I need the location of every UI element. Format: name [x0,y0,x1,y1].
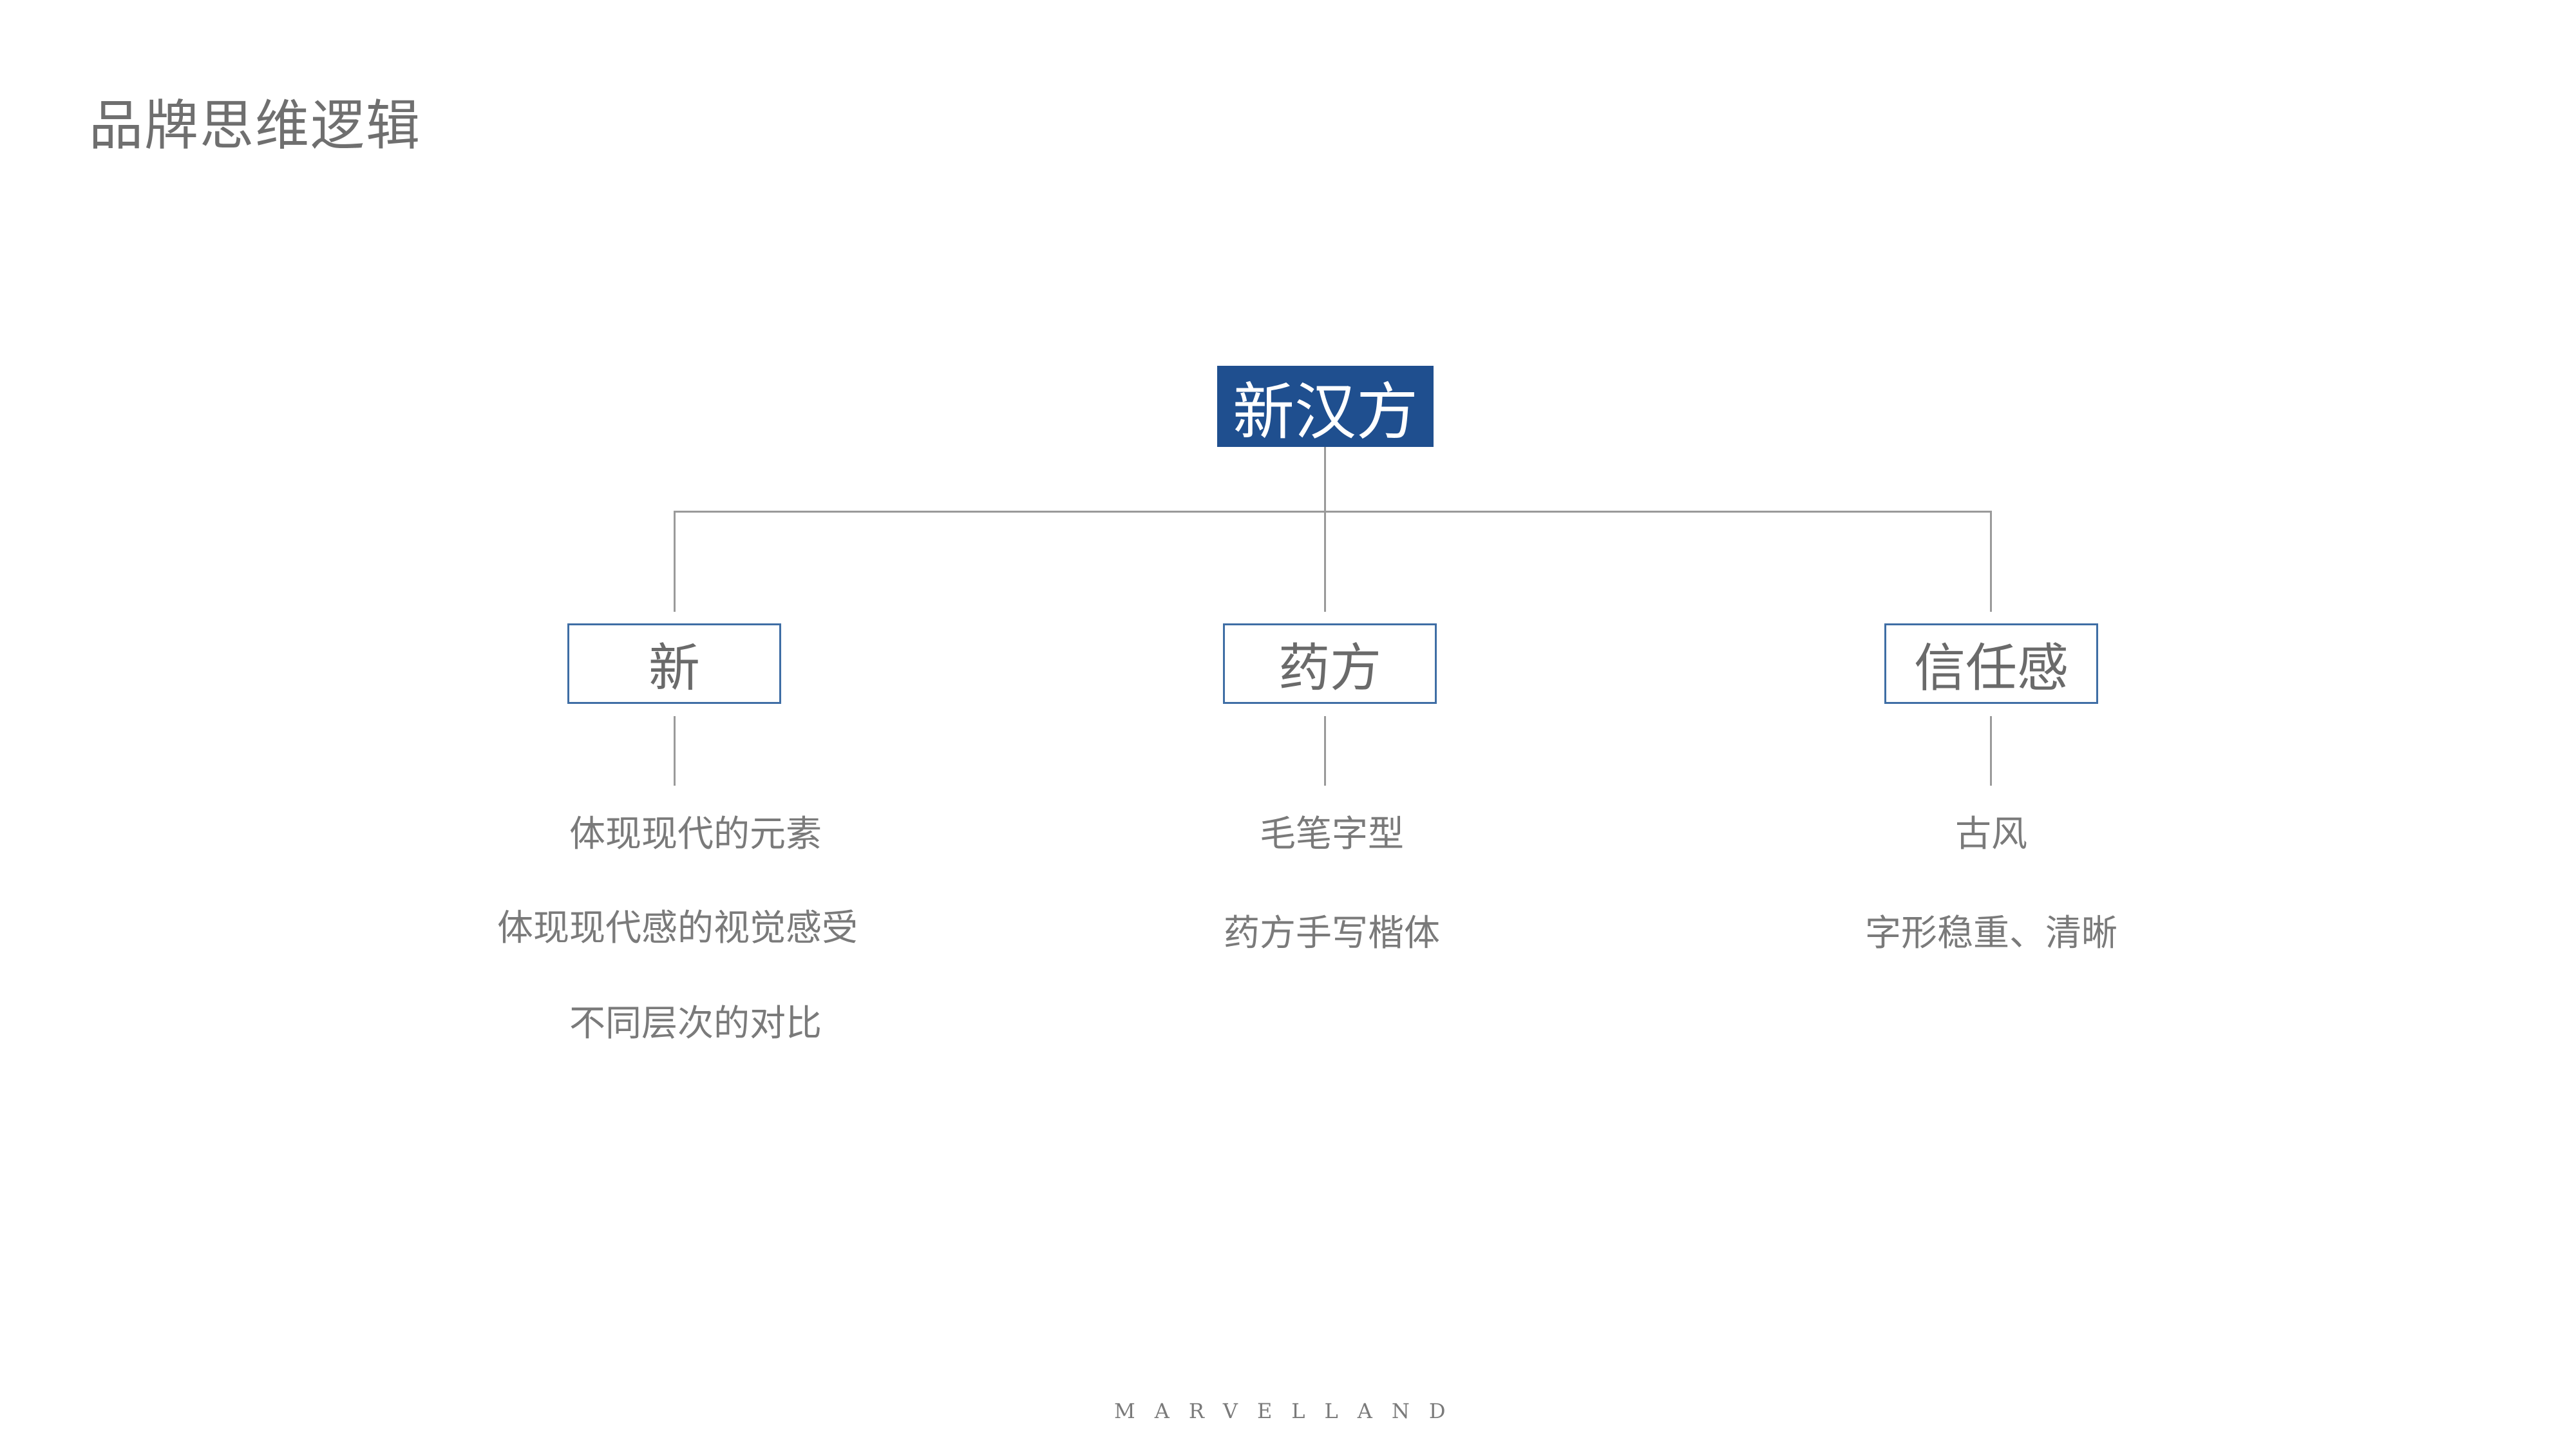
branch-3-item-2: 字形稳重、清晰 [1865,913,2117,954]
branch-node-trust: 信任感 [1884,623,2098,704]
branch-1-connector-line [674,511,676,612]
branch-2-item-connector-line [1324,716,1326,786]
page-title: 品牌思维逻辑 [89,94,422,157]
branch-2-item-1: 毛笔字型 [1260,813,1404,855]
branch-1-item-1: 体现现代的元素 [569,813,822,855]
brand-footer: MARVELLAND [1114,1399,1465,1423]
branch-3-connector-line [1990,511,1992,612]
branch-3-item-connector-line [1990,716,1992,786]
branch-node-new: 新 [567,623,781,704]
branch-2-item-2: 药方手写楷体 [1224,913,1440,954]
branch-1-item-3: 不同层次的对比 [569,1003,822,1045]
branch-1-item-2: 体现现代感的视觉感受 [497,907,858,949]
branch-1-item-connector-line [674,716,676,786]
root-node: 新汉方 [1217,366,1434,448]
branch-3-item-1: 古风 [1955,813,2027,855]
branch-2-connector-line [1324,511,1326,612]
branch-node-prescription: 药方 [1223,623,1437,704]
branch-horizontal-line [674,511,1991,513]
root-connector-line [1324,447,1326,511]
